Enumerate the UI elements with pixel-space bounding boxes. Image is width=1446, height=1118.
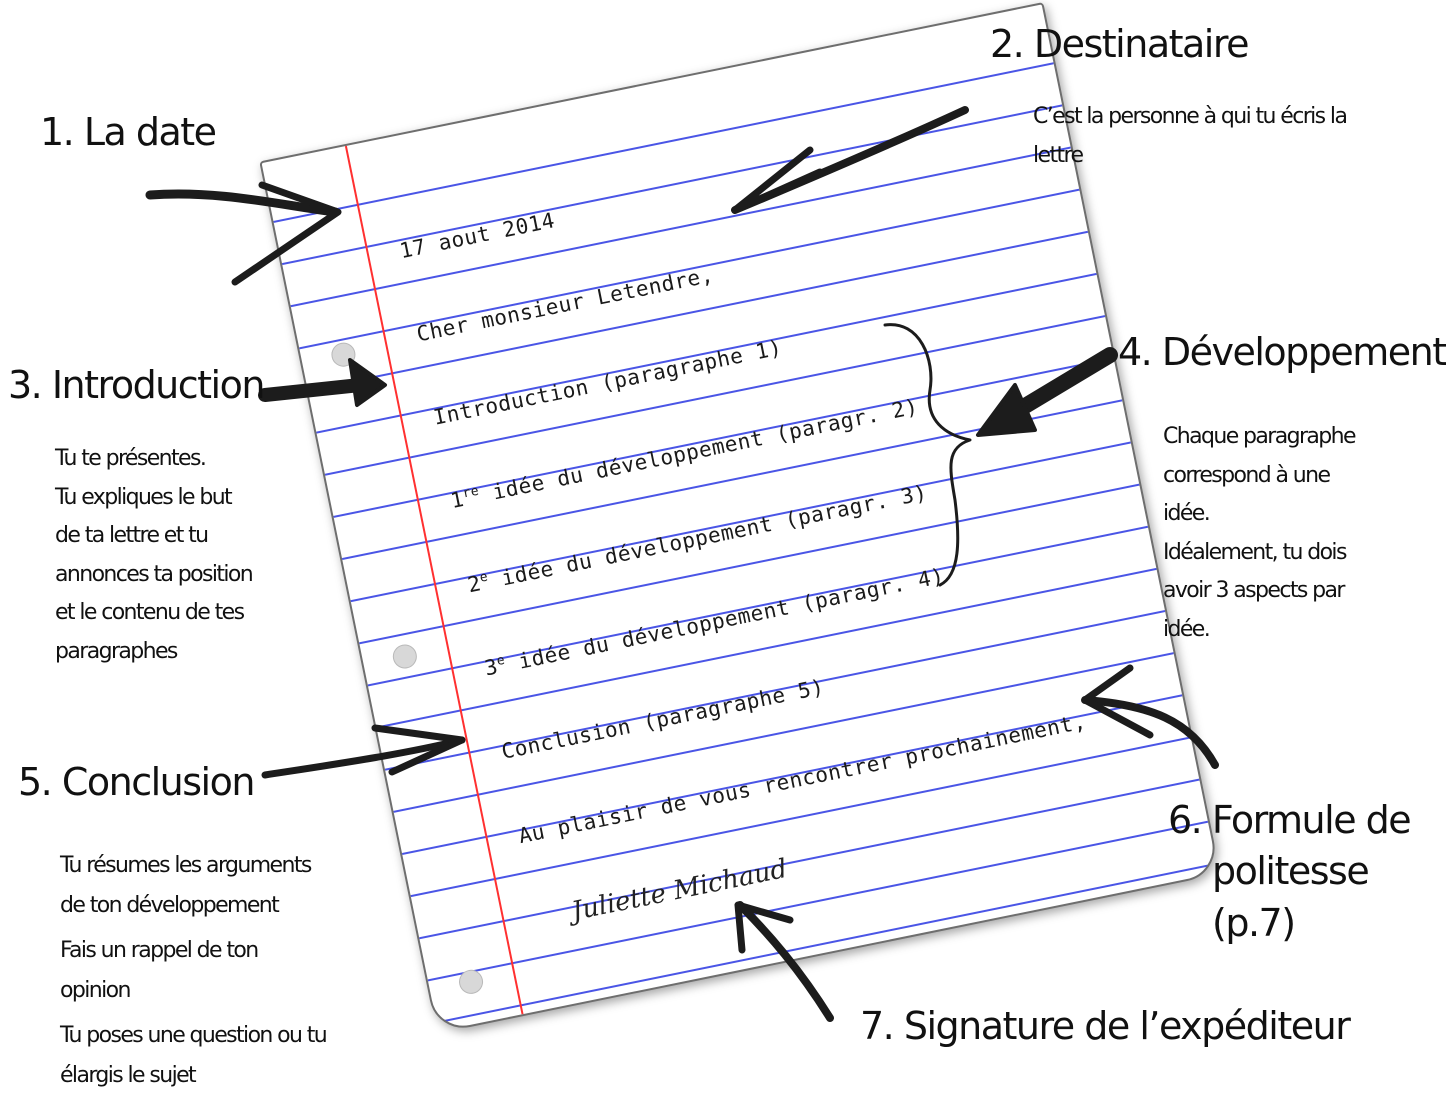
recipient-description: C’est la personne à qui tu écris la lett… bbox=[1033, 104, 1348, 168]
conclusion-heading: 5. Conclusion bbox=[18, 760, 255, 804]
punch-hole-icon bbox=[456, 967, 486, 996]
letter-introduction: Introduction (paragraphe 1) bbox=[431, 335, 785, 430]
letter-conclusion: Conclusion (paragraphe 5) bbox=[499, 674, 827, 764]
punch-hole-icon bbox=[329, 340, 358, 369]
introduction-heading: 3. Introduction bbox=[8, 363, 265, 407]
recipient-heading: 2. Destinataire bbox=[990, 22, 1250, 66]
punch-hole-icon bbox=[390, 642, 420, 671]
date-heading: 1. La date bbox=[40, 110, 217, 154]
letter-salutation: Cher monsieur Letendre, bbox=[414, 262, 716, 347]
introduction-description: Tu te présentes. Tu expliques le but de … bbox=[55, 446, 254, 664]
letter-signature: Juliette Michaud bbox=[569, 853, 790, 927]
development-description: Chaque paragraphe correspond à une idée.… bbox=[1163, 424, 1357, 642]
signature-heading: 7. Signature de l’expéditeur bbox=[860, 1004, 1351, 1048]
letter-date: 17 aout 2014 bbox=[397, 208, 557, 264]
politeness-heading: 6. Formule de politesse (p.7) bbox=[1168, 798, 1412, 945]
conclusion-description: Tu résumes les arguments de ton développ… bbox=[60, 853, 328, 1088]
development-heading: 4. Développement bbox=[1118, 330, 1446, 374]
letter-idea-3: 3e idée du développement (paragr. 4) bbox=[482, 563, 947, 681]
